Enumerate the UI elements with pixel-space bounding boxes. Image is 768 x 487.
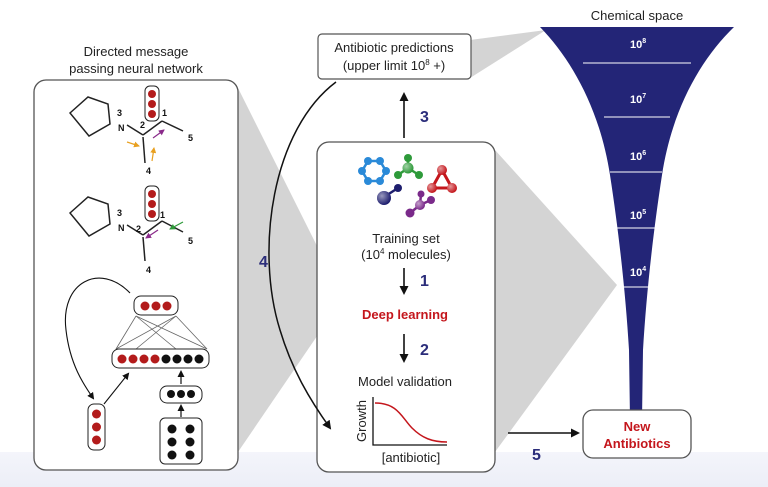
funnel-tier-1e8: 108: [630, 38, 646, 51]
antibiotic-axis-label: [antibiotic]: [382, 450, 441, 465]
projection-shadow-training: [495, 150, 617, 452]
funnel-tier-1e6: 106: [630, 150, 646, 163]
svg-text:N: N: [118, 223, 125, 233]
hidden-state-vector-1: [144, 85, 160, 122]
training-set-line2: (104 molecules): [361, 247, 451, 262]
arrow-step-4: [268, 81, 337, 430]
projection-shadow-predictions: [470, 30, 546, 78]
antibiotic-predictions-box: [317, 33, 472, 80]
step-2-number: 2: [420, 342, 429, 359]
hidden-state-vector-2: [144, 185, 160, 222]
svg-text:4: 4: [146, 265, 151, 275]
new-antibiotics-line2: Antibiotics: [603, 436, 670, 451]
growth-curve-plot: Growth [antibiotic]: [354, 397, 448, 465]
new-antibiotics-line1: New: [624, 419, 652, 434]
predictions-line1: Antibiotic predictions: [334, 40, 454, 55]
funnel-dividers: [583, 62, 691, 288]
molecule-graph-1: [68, 96, 184, 164]
funnel-tier-1e5: 105: [630, 209, 646, 222]
training-set-line1: Training set: [372, 231, 440, 246]
chemical-space-funnel: [540, 27, 734, 420]
svg-text:2: 2: [136, 224, 141, 234]
deep-learning-label: Deep learning: [362, 307, 448, 322]
svg-text:5: 5: [188, 133, 193, 143]
molecule-1-labels: N 3 2 1 5 4: [117, 108, 193, 176]
chemical-space-title: Chemical space: [591, 8, 684, 23]
predictions-line2: (upper limit 108 +): [343, 58, 445, 73]
step-1-number: 1: [420, 273, 429, 290]
training-molecules-icon: [358, 154, 457, 218]
dmpnn-title-line2: passing neural network: [69, 61, 203, 76]
dmpnn-title-line1: Directed message: [84, 44, 189, 59]
step-3-number: 3: [420, 109, 429, 126]
funnel-tier-labels: 108 107 106 105 104: [630, 38, 646, 279]
svg-text:4: 4: [146, 166, 151, 176]
feed-forward-network: [64, 277, 210, 465]
growth-axis-label: Growth: [354, 400, 369, 442]
growth-curve: [374, 402, 448, 443]
model-validation-label: Model validation: [358, 374, 452, 389]
new-antibiotics-box: [582, 409, 692, 459]
svg-text:2: 2: [140, 120, 145, 130]
concat-layer: [111, 348, 210, 369]
descriptor-grid: [159, 417, 203, 465]
svg-text:5: 5: [188, 236, 193, 246]
funnel-tier-1e4: 104: [630, 266, 646, 279]
svg-text:3: 3: [117, 208, 122, 218]
dmpnn-panel: [33, 79, 239, 471]
molecule-2-labels: N 3 2 1 5 4: [117, 208, 193, 275]
message-arrows-1: [126, 129, 165, 162]
svg-text:1: 1: [160, 210, 165, 220]
svg-text:N: N: [118, 123, 125, 133]
funnel-tier-1e7: 107: [630, 93, 646, 106]
step-4-number: 4: [259, 254, 268, 271]
message-arrows-2: [145, 221, 184, 239]
svg-text:3: 3: [117, 108, 122, 118]
workflow-panel: [316, 141, 496, 473]
step-5-number: 5: [532, 447, 541, 464]
svg-text:1: 1: [162, 108, 167, 118]
projection-shadow-dmpnn: [238, 88, 343, 452]
